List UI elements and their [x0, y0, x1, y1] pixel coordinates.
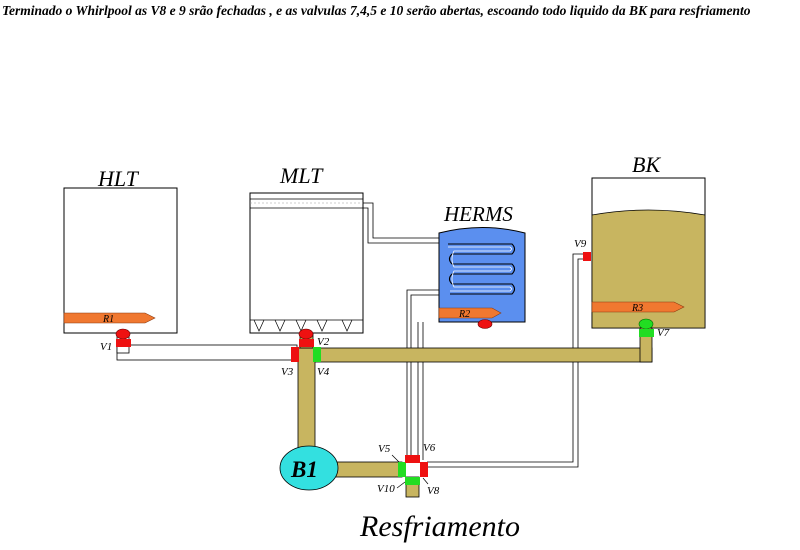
- r3-resistance: R3: [591, 301, 685, 314]
- header-description: Terminado o Whirlpool as V8 e 9 srão fec…: [2, 3, 751, 18]
- hlt-title: HLT: [97, 166, 140, 191]
- liquid-pipes: [297, 327, 653, 498]
- herms-vessel: [438, 227, 526, 323]
- valve-v3[interactable]: [291, 347, 299, 362]
- valve-v6-label: V6: [423, 442, 436, 454]
- outlet-bulbs: [115, 318, 654, 340]
- valve-v2[interactable]: [299, 339, 314, 347]
- hlt-vessel: [63, 187, 178, 334]
- valve-v2-label: V2: [317, 336, 330, 348]
- process-title: Resfriamento: [359, 510, 520, 543]
- valve-v1-label: V1: [100, 341, 112, 353]
- mlt-vessel: [249, 192, 364, 334]
- bk-title: BK: [632, 152, 661, 177]
- valve-v9-label: V9: [574, 238, 587, 250]
- herms-title: HERMS: [443, 202, 513, 226]
- valve-v10[interactable]: [405, 477, 420, 485]
- herms-outlet-indicator: [477, 319, 493, 329]
- pump-label: B1: [290, 457, 318, 482]
- valve-v4[interactable]: [313, 347, 321, 362]
- pump-b1[interactable]: B1: [279, 445, 339, 491]
- valve-v8[interactable]: [420, 462, 428, 477]
- valve-v6[interactable]: [405, 455, 420, 463]
- r2-label: R2: [458, 309, 470, 320]
- mlt-title: MLT: [279, 163, 324, 188]
- r2-resistance: R2: [438, 307, 502, 320]
- valve-v9[interactable]: [583, 252, 591, 261]
- valve-v7[interactable]: [639, 329, 654, 337]
- valve-v7-label: V7: [657, 327, 670, 339]
- valve-v5[interactable]: [398, 462, 406, 477]
- r3-label: R3: [631, 303, 643, 314]
- r1-resistance: R1: [63, 312, 156, 325]
- valve-v1[interactable]: [116, 339, 131, 347]
- valve-v10-label: V10: [377, 483, 395, 495]
- valve-v5-label: V5: [378, 443, 391, 455]
- r1-label: R1: [102, 314, 114, 325]
- valve-v8-label: V8: [427, 485, 440, 497]
- valve-v3-label: V3: [281, 366, 294, 378]
- valve-v4-label: V4: [317, 366, 330, 378]
